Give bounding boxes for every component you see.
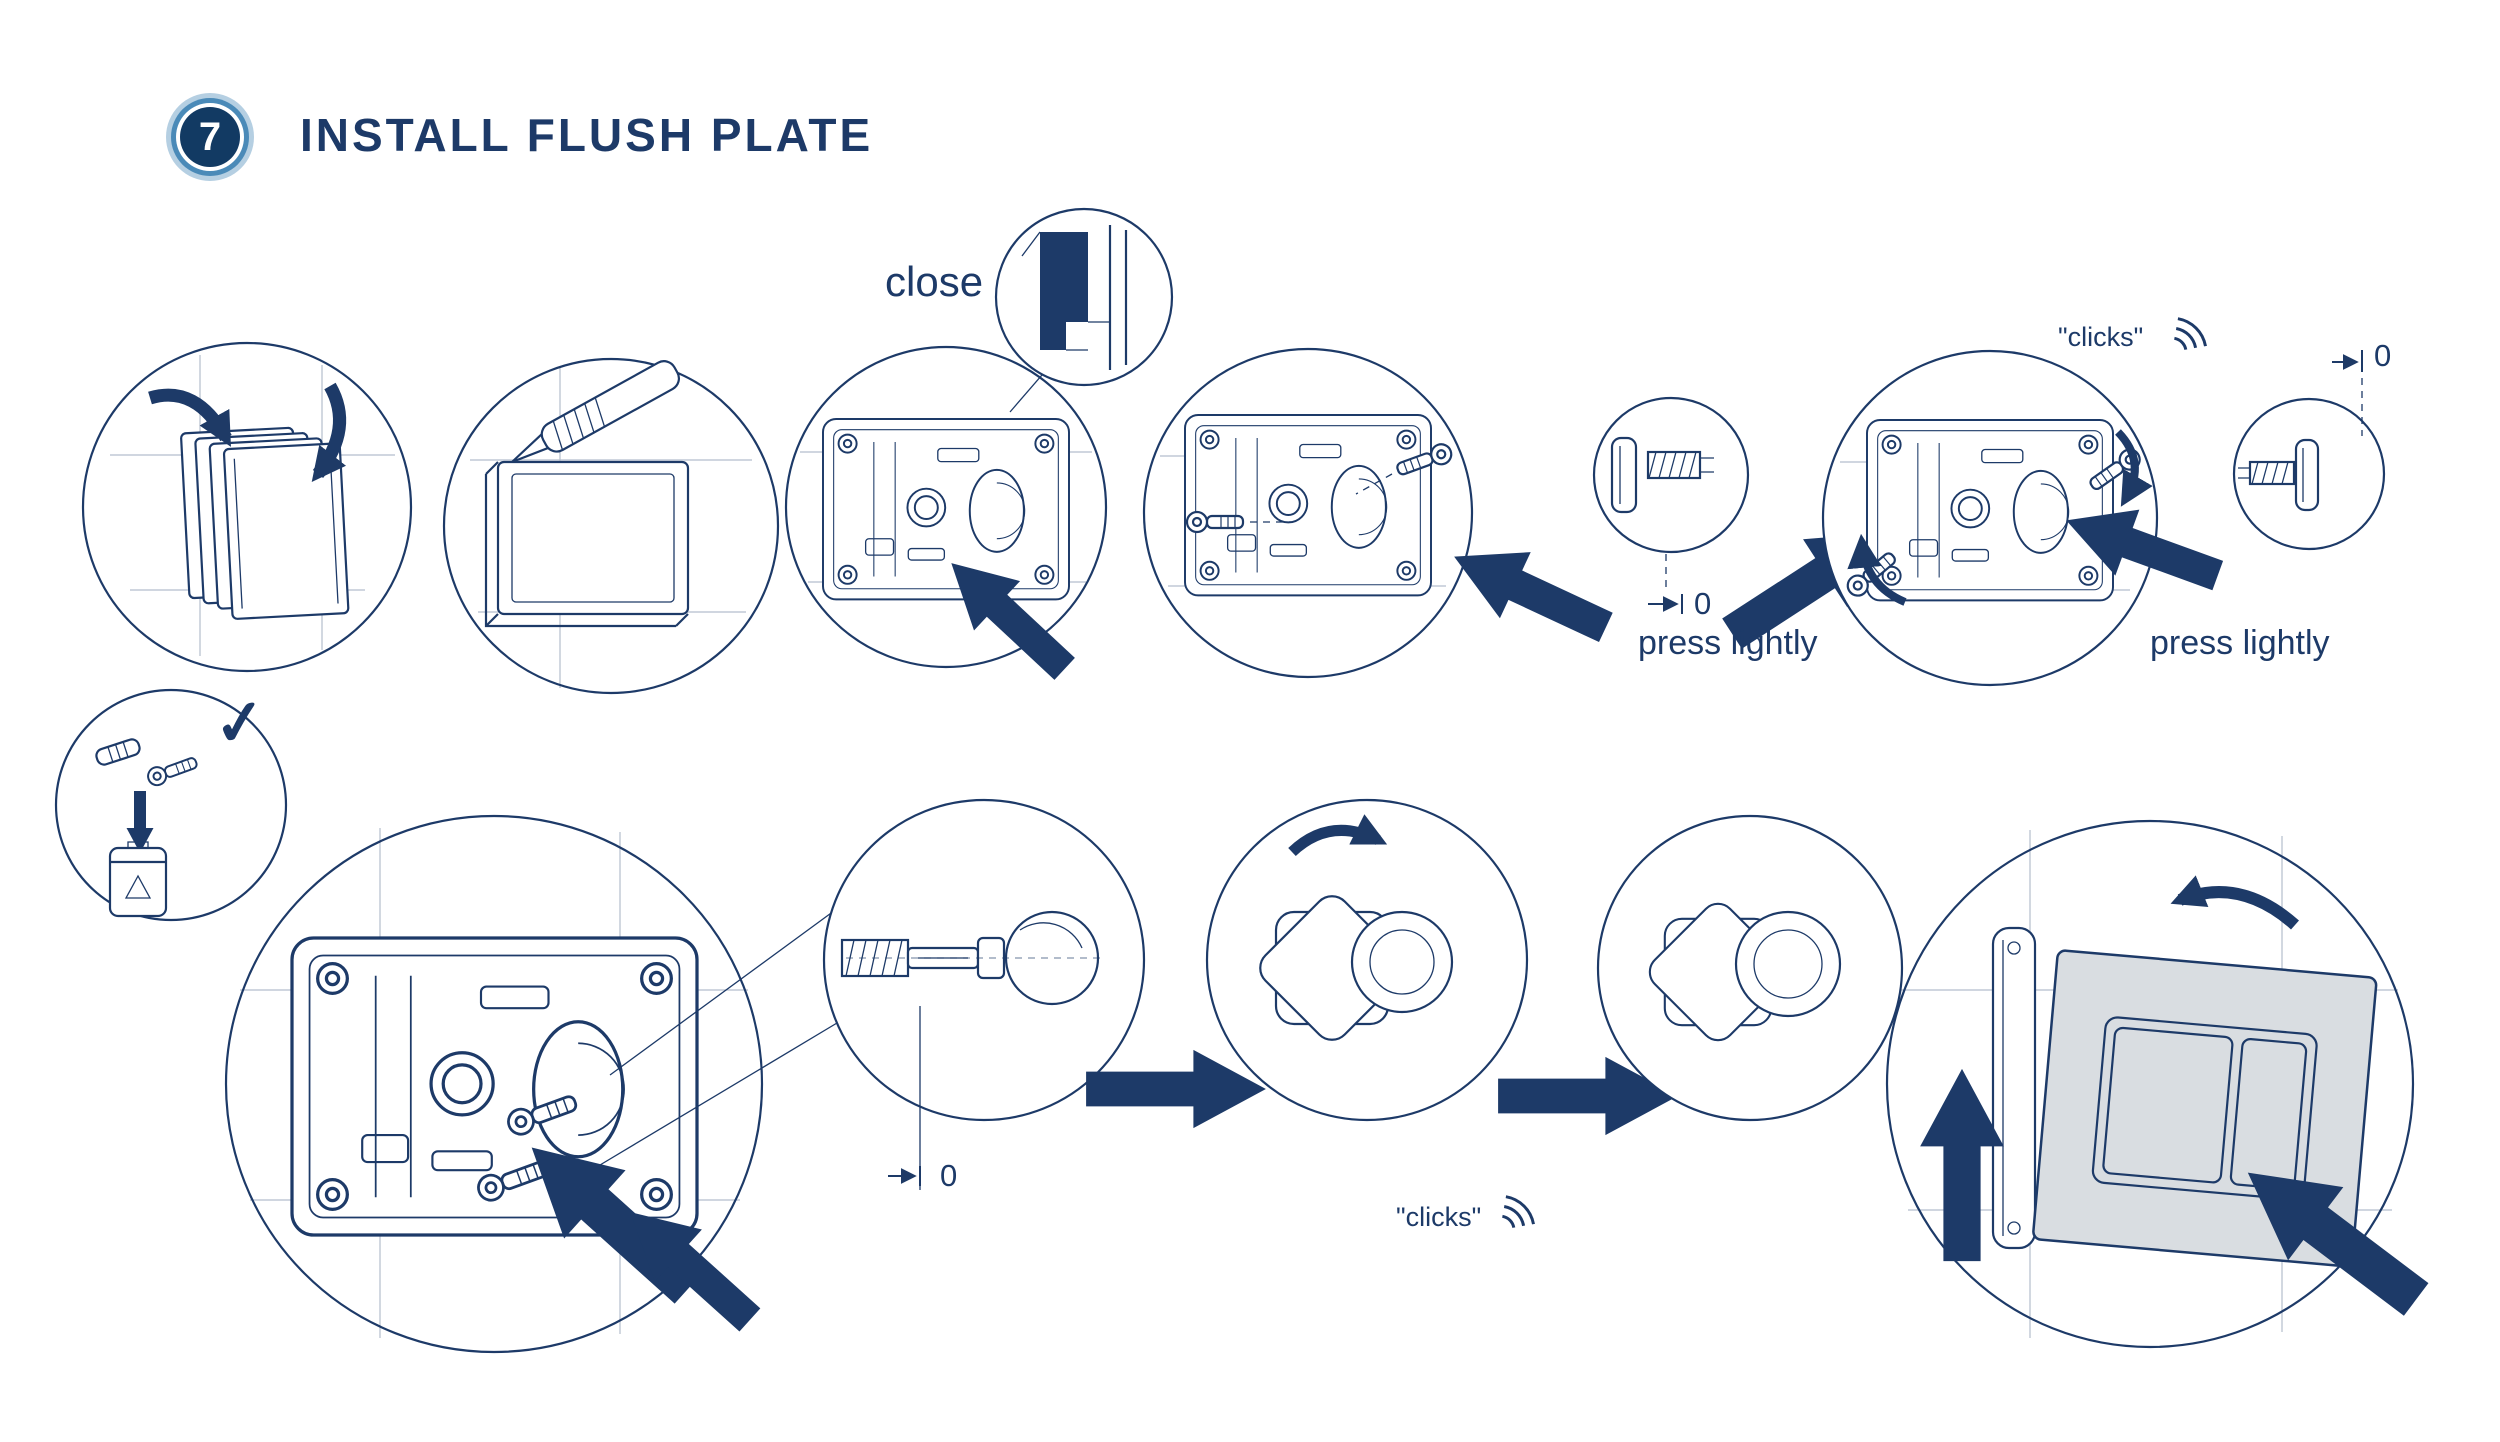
step-frame-with-rods <box>224 814 843 1354</box>
utility-knife-icon <box>511 360 681 464</box>
rotate-arrow <box>1288 814 1388 857</box>
detail-zero-gap-right <box>2232 350 2386 551</box>
rotate-arrow-right <box>2115 429 2153 507</box>
clicks-bottom-label: "clicks" <box>1396 1202 1482 1232</box>
close-label: close <box>885 258 984 305</box>
detail-zero-gap-left <box>1592 396 1750 614</box>
press-lightly-left-label: press lightly <box>1638 624 1818 662</box>
step-peel-protective-film <box>81 341 413 673</box>
zero-gap-right-label: 0 <box>2374 338 2392 373</box>
click-waves-top <box>2172 317 2207 352</box>
clicks-top-label: "clicks" <box>2058 322 2144 352</box>
swing-in-arrow <box>2170 875 2299 930</box>
peel-curved-arrow-right <box>311 382 347 483</box>
step-hang-flush-plate <box>1885 819 2444 1349</box>
step-number-badge: 7 <box>180 107 240 167</box>
peel-curved-arrow-left <box>148 388 232 447</box>
wall-section-detail <box>994 207 1174 387</box>
detail-pushrod-closeup <box>822 798 1146 1190</box>
step-fold-rods <box>1821 349 2230 687</box>
step-pushbutton-seated <box>1596 814 1904 1122</box>
toggle-rod-left <box>1185 510 1245 534</box>
step-insert-rods <box>1142 347 1622 679</box>
zero-gap-left-label: 0 <box>1694 586 1712 621</box>
zero-gap-bottom-label: 0 <box>940 1158 958 1193</box>
rotate-arrow-left <box>1847 533 1907 606</box>
step-frame-ready <box>784 207 1174 694</box>
page-title: INSTALL FLUSH PLATE <box>300 109 874 161</box>
click-waves-bottom <box>1500 1195 1535 1230</box>
next-step-arrow-1 <box>1086 1049 1266 1129</box>
step-discard-parts <box>54 688 288 922</box>
step-number: 7 <box>198 114 222 159</box>
step-rotate-pushbutton <box>1205 798 1529 1122</box>
press-lightly-right-label: press lightly <box>2150 624 2330 662</box>
waste-bin-icon <box>108 841 168 918</box>
checkmark-icon: ✓ <box>210 686 270 761</box>
step-cut-protection-box <box>442 357 780 695</box>
